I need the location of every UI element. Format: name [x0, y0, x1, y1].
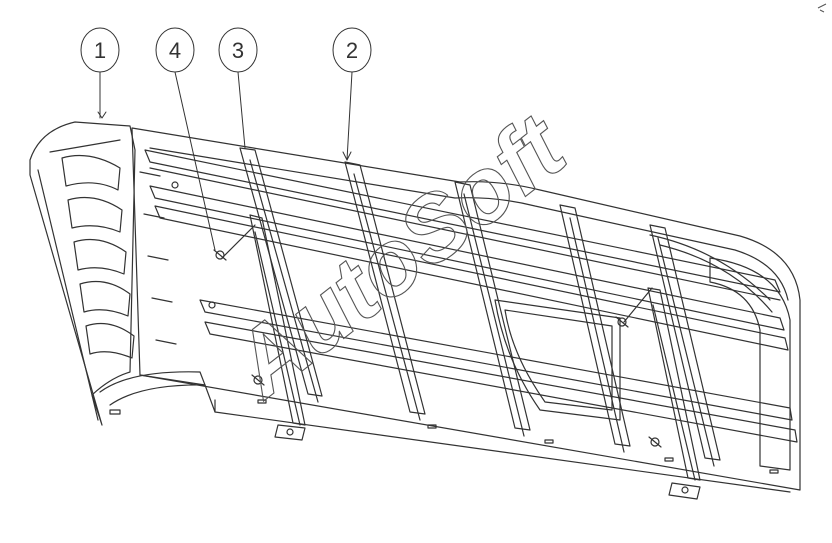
callout-1: 1 [80, 27, 120, 73]
callout-4: 4 [155, 27, 195, 73]
callout-3: 3 [218, 27, 258, 73]
left-bracket [249, 214, 306, 441]
callout-3-label: 3 [232, 38, 244, 63]
horizontal-bars [144, 149, 798, 443]
vertical-bars [239, 147, 721, 467]
grille-panel [131, 127, 801, 493]
callout-2-label: 2 [346, 38, 358, 63]
end-cap-part [29, 121, 206, 426]
callout-1-label: 1 [94, 38, 106, 63]
callout-4-label: 4 [169, 38, 181, 63]
right-bracket [647, 287, 701, 500]
leader-lines [97, 71, 353, 251]
corner-mark [817, 3, 827, 13]
callout-2: 2 [332, 27, 372, 73]
fasteners [171, 181, 662, 448]
